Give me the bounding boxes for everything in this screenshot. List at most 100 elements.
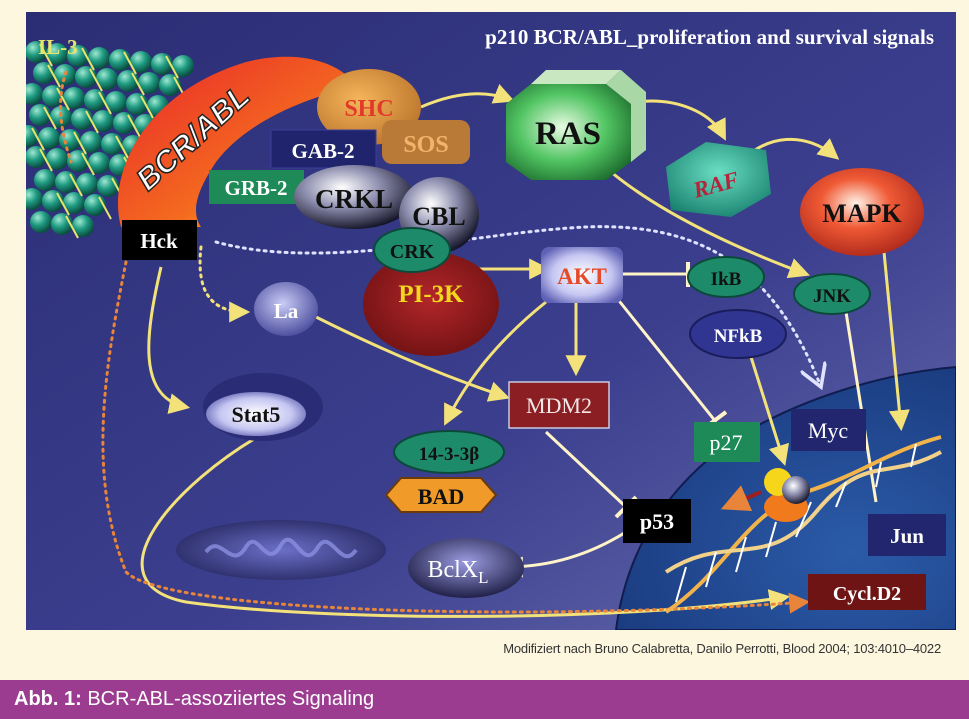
hck-node: Hck xyxy=(122,220,197,260)
inhibit-mdm2-p53 xyxy=(544,430,628,509)
dotted-hck-la xyxy=(198,245,251,323)
pi3k-node: PI-3K xyxy=(363,252,499,356)
membrane-receptors xyxy=(26,41,194,239)
ikb-label: IkB xyxy=(711,269,742,290)
grb2-node: GRB-2 xyxy=(209,170,304,204)
protein-1433-node: 14-3-3β xyxy=(393,430,505,474)
gab2-label: GAB-2 xyxy=(292,139,355,163)
bclxl-node: BclXL xyxy=(408,538,524,598)
nfkb-node: NFkB xyxy=(689,309,787,359)
arrow-mapk-nucleus xyxy=(882,251,910,432)
il3-label: IL-3 xyxy=(38,35,78,59)
membrane-stick xyxy=(165,55,179,79)
p27-node: p27 xyxy=(694,422,760,462)
caption-text: BCR-ABL-assoziiertes Signaling xyxy=(81,688,375,710)
arrow-ras-jnk xyxy=(610,170,810,279)
membrane-ball xyxy=(38,127,60,149)
pi3k-label: PI-3K xyxy=(398,281,464,308)
arrow-shc-ras xyxy=(420,84,515,109)
membrane-ball xyxy=(26,83,43,105)
figure-caption: Abb. 1: BCR-ABL-assoziiertes Signaling xyxy=(14,688,374,711)
membrane-stick xyxy=(73,131,87,155)
membrane-ball xyxy=(76,173,98,195)
arrow-stat5-cycld2 xyxy=(140,430,791,618)
membrane-ball xyxy=(96,68,118,90)
gab2-node: GAB-2 xyxy=(270,129,377,169)
membrane-stick xyxy=(85,110,99,134)
myc-node: Myc xyxy=(791,409,866,451)
crk-node: CRK xyxy=(373,227,451,273)
membrane-ball xyxy=(105,91,127,113)
membrane-stick xyxy=(123,51,137,75)
la-node: La xyxy=(254,282,318,336)
membrane-ball xyxy=(26,125,39,147)
jun-node: Jun xyxy=(868,514,946,556)
membrane-ball xyxy=(88,152,110,174)
mapk-label: MAPK xyxy=(822,199,902,228)
membrane-stick xyxy=(131,72,145,96)
arrow-small-red xyxy=(720,485,762,512)
bclxl-label: BclX xyxy=(427,557,478,583)
membrane-ball xyxy=(88,47,110,69)
arrow-la-mdm2 xyxy=(315,315,510,402)
membrane-ball xyxy=(138,72,160,94)
p53-node: p53 xyxy=(623,499,691,543)
jnk-node: JNK xyxy=(793,273,871,315)
akt-node: AKT xyxy=(541,247,623,303)
membrane-ball xyxy=(80,131,102,153)
membrane-ball xyxy=(46,43,68,65)
membrane-ball xyxy=(63,87,85,109)
arrow-ras-raf xyxy=(635,99,726,141)
jun-label: Jun xyxy=(890,524,924,548)
membrane-ball xyxy=(50,106,72,128)
mapk-node: MAPK xyxy=(800,168,924,256)
inhibit-akt-p27 xyxy=(614,296,718,423)
arrow-hck-stat5 xyxy=(147,266,191,414)
raf-node: RAF xyxy=(666,142,771,217)
membrane-ball xyxy=(130,51,152,73)
mdm2-label: MDM2 xyxy=(526,393,592,418)
ras-label: RAS xyxy=(535,116,601,152)
sos-node: SOS xyxy=(382,120,470,164)
crkl-label: CRKL xyxy=(315,184,393,214)
membrane-stick xyxy=(81,47,95,71)
dna-helix xyxy=(664,435,942,614)
sos-label: SOS xyxy=(403,132,448,158)
akt-label: AKT xyxy=(557,264,607,289)
crkl-node: CRKL xyxy=(294,165,414,229)
bad-label: BAD xyxy=(418,484,464,509)
membrane-stick xyxy=(140,95,154,119)
membrane-ball xyxy=(46,148,68,170)
bclxl-subscript: L xyxy=(478,568,488,587)
myc-label: Myc xyxy=(808,418,849,443)
source-credit: Modifiziert nach Bruno Calabretta, Danil… xyxy=(503,641,941,656)
membrane-stick xyxy=(43,106,57,130)
caption-label: Abb. 1: xyxy=(14,688,82,710)
membrane-stick xyxy=(39,148,53,172)
ras-node: RAS xyxy=(506,70,646,180)
transcription-complex xyxy=(764,468,810,522)
membrane-stick xyxy=(89,68,103,92)
membrane-stick xyxy=(56,192,70,216)
membrane-stick xyxy=(98,91,112,115)
membrane-stick xyxy=(69,173,83,197)
membrane-stick xyxy=(65,215,79,239)
protein-1433-label: 14-3-3β xyxy=(419,444,480,465)
membrane-stick xyxy=(81,152,95,176)
shc-label: SHC xyxy=(344,96,393,122)
stat5-node: Stat5 xyxy=(203,373,323,441)
arrow-akt-1433 xyxy=(444,300,547,426)
dotted-orange-long xyxy=(101,260,811,614)
dotted-to-myc xyxy=(214,225,821,387)
membrane-stick xyxy=(39,43,53,67)
mdm2-node: MDM2 xyxy=(508,381,610,429)
arrow-nfkb-nucleus xyxy=(749,356,789,467)
membrane-ball xyxy=(72,215,94,237)
membrane-stick xyxy=(98,196,112,220)
bcr-abl-shape xyxy=(117,56,356,227)
cycld2-label: Cycl.D2 xyxy=(833,583,901,605)
membrane-stick xyxy=(127,114,141,138)
caption-bar: Abb. 1: BCR-ABL-assoziiertes Signaling xyxy=(0,680,969,719)
mitochondrion-shape xyxy=(176,520,386,580)
